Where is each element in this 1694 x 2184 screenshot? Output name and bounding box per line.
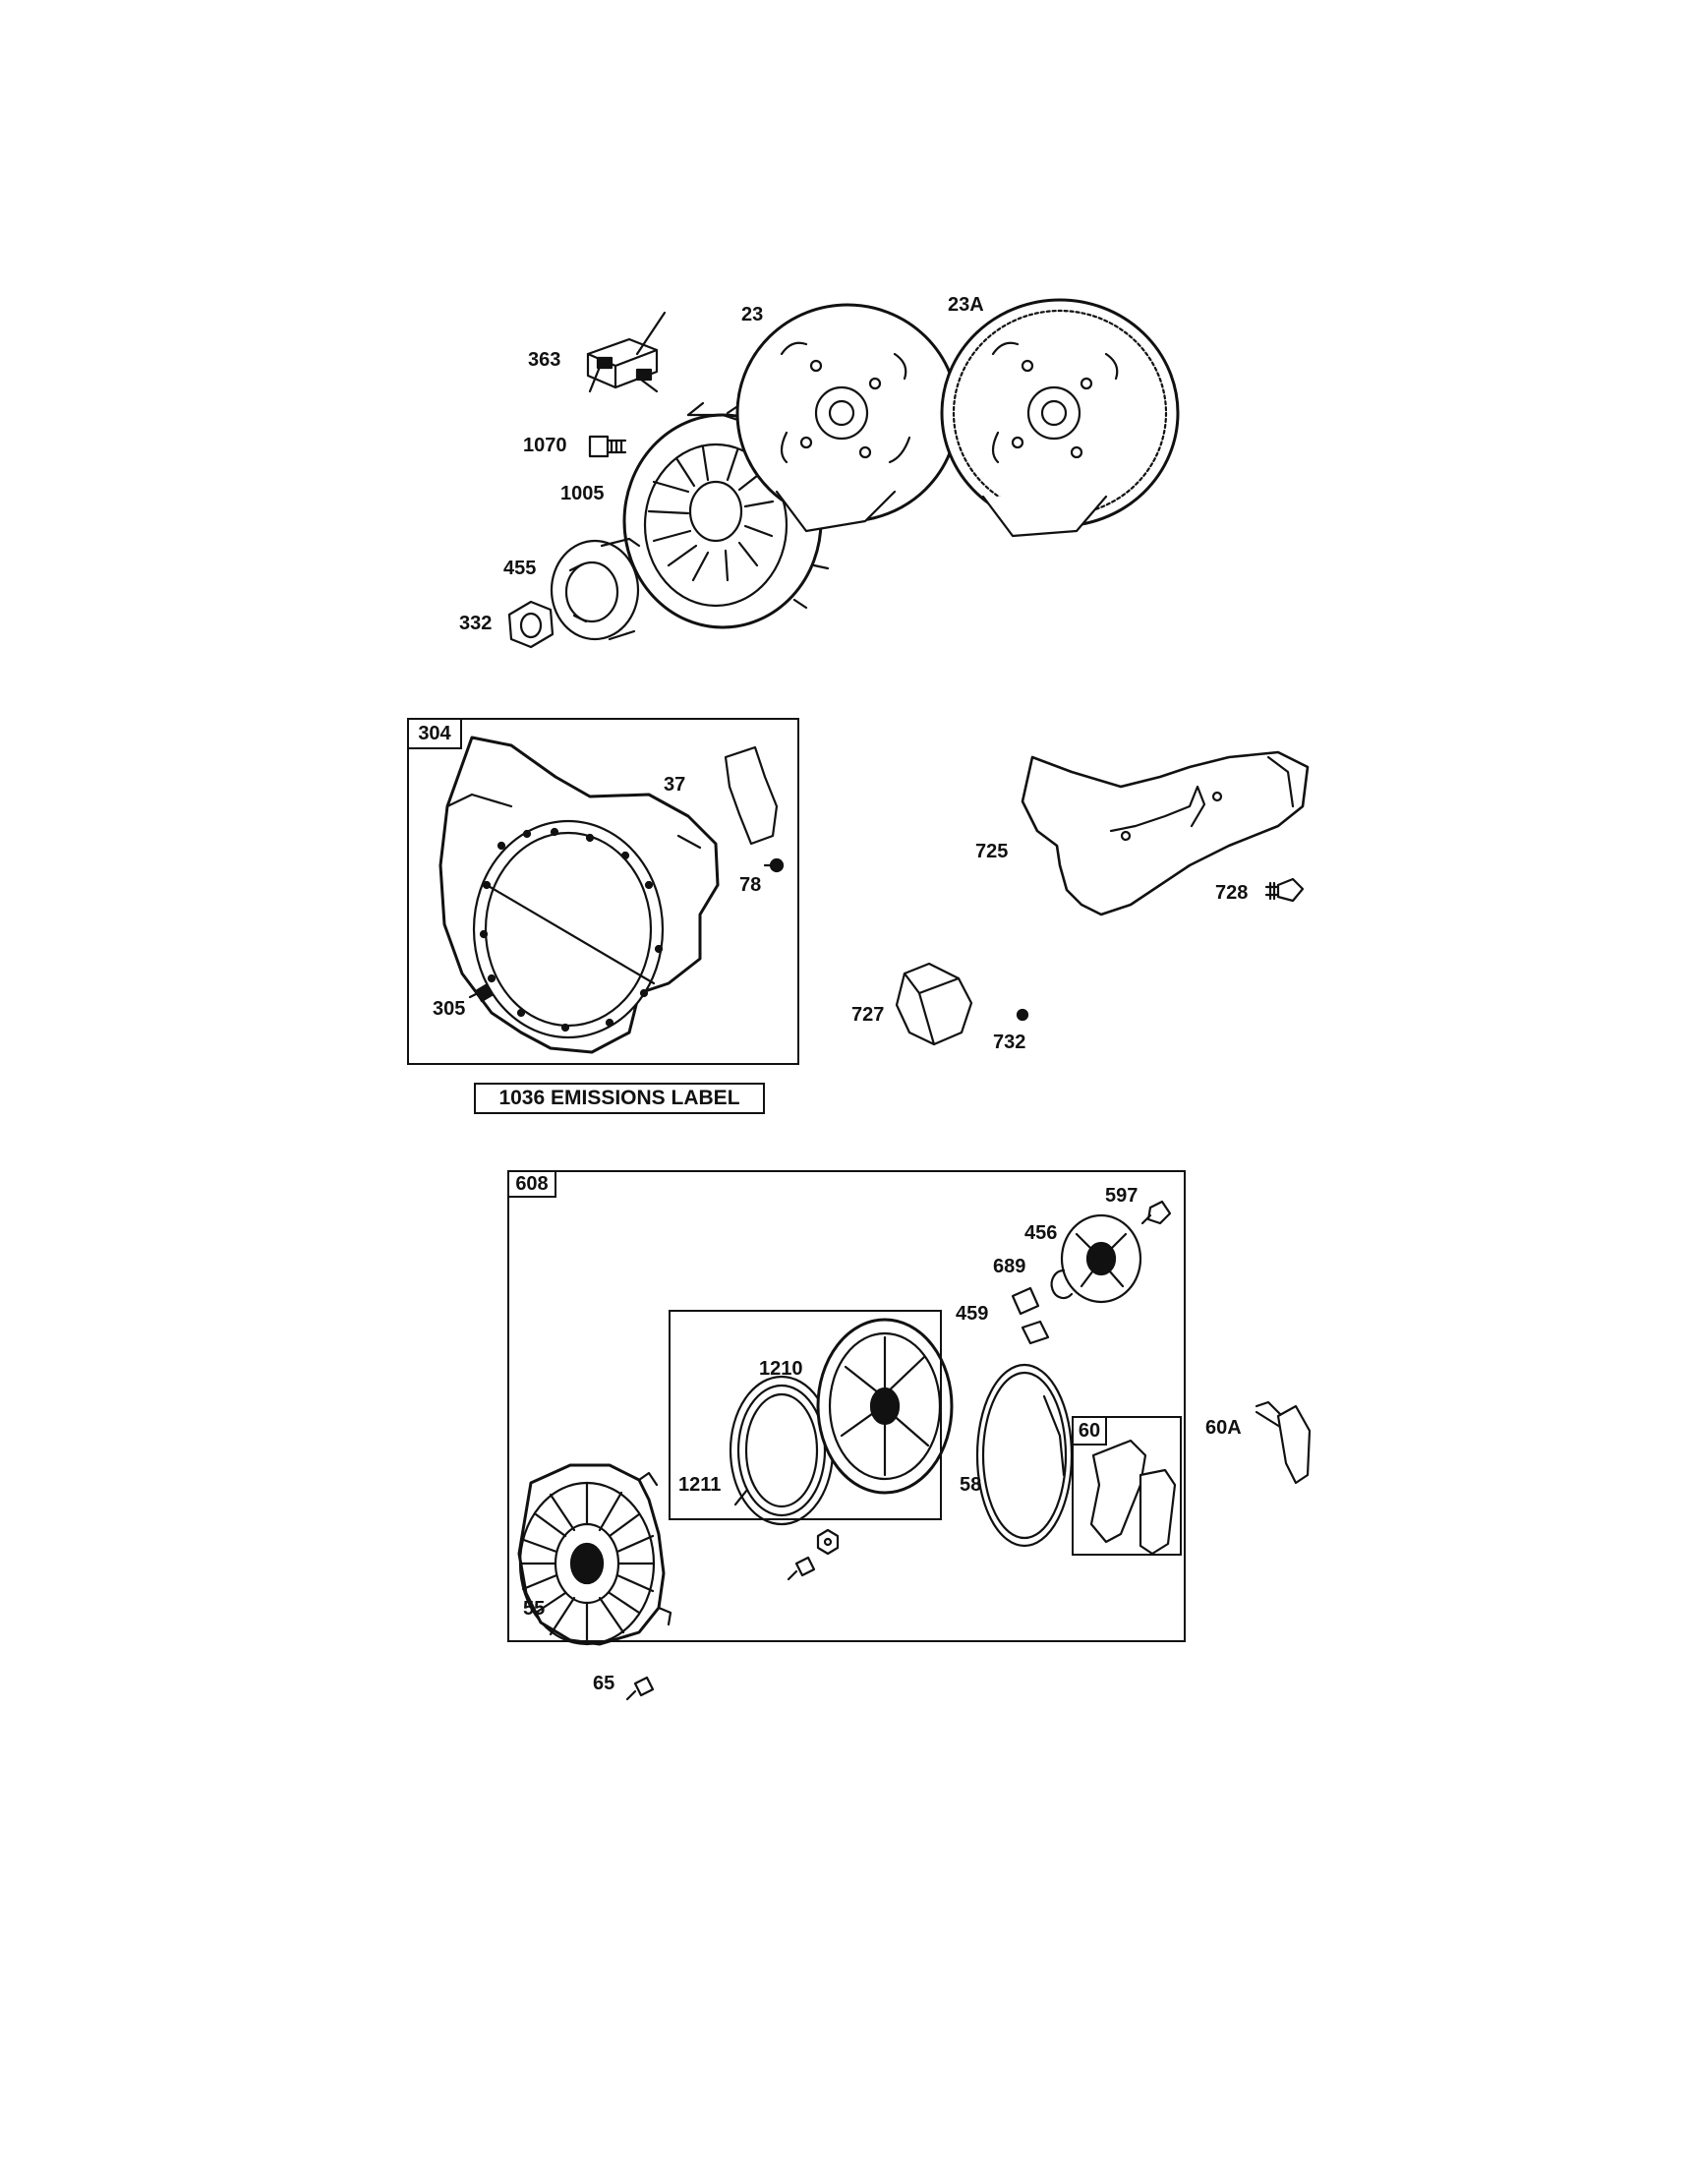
label-727: 727 — [851, 1004, 885, 1026]
frame-spring-pulley — [669, 1310, 942, 1520]
screw-part-305 — [468, 983, 494, 1003]
label-65: 65 — [593, 1673, 615, 1694]
label-732: 732 — [993, 1032, 1026, 1053]
blower-housing-part-304 — [438, 736, 720, 1054]
nut-part-332 — [507, 600, 555, 649]
tag-304: 304 — [407, 718, 462, 749]
label-23: 23 — [741, 304, 764, 325]
bolt-part-1070 — [588, 435, 627, 458]
label-456: 456 — [1024, 1222, 1058, 1244]
label-60a: 60A — [1205, 1417, 1242, 1439]
bracket-part-363 — [586, 311, 667, 393]
label-305: 305 — [433, 998, 466, 1020]
screw-part-65 — [625, 1676, 655, 1701]
label-23a: 23A — [948, 294, 984, 316]
flywheel-part-23a — [940, 298, 1180, 538]
label-58: 58 — [960, 1474, 982, 1496]
frame-608 — [507, 1170, 1186, 1642]
label-55: 55 — [523, 1598, 546, 1620]
screw-part-loose — [787, 1556, 816, 1581]
label-1005: 1005 — [560, 483, 605, 504]
starter-housing-part-55 — [517, 1463, 672, 1646]
screw-part-732 — [1016, 1008, 1029, 1022]
label-1070: 1070 — [523, 435, 567, 456]
screw-part-597 — [1140, 1200, 1172, 1225]
tag-608: 608 — [507, 1170, 556, 1198]
label-78: 78 — [739, 874, 762, 896]
cup-part-455 — [550, 537, 641, 641]
label-597: 597 — [1105, 1185, 1139, 1207]
label-728: 728 — [1215, 882, 1249, 904]
handle-part-60 — [1089, 1439, 1177, 1556]
frame-60 — [1072, 1416, 1182, 1556]
cover-part-727 — [895, 962, 973, 1046]
label-689: 689 — [993, 1256, 1026, 1277]
screw-part-78 — [763, 857, 785, 873]
label-1210: 1210 — [759, 1358, 803, 1380]
dog-part-459 — [1011, 1286, 1050, 1345]
retainer-part-456 — [1060, 1213, 1142, 1304]
label-332: 332 — [459, 613, 493, 634]
label-37: 37 — [664, 774, 686, 796]
label-459: 459 — [956, 1303, 989, 1325]
flywheel-part-23 — [735, 303, 960, 533]
pulley-part-1210 — [816, 1318, 954, 1495]
screw-part-728 — [1264, 877, 1305, 903]
tag-60: 60 — [1072, 1416, 1107, 1446]
label-1211: 1211 — [678, 1474, 722, 1496]
shroud-part-725 — [1021, 750, 1310, 916]
plate-part-37 — [724, 745, 779, 846]
label-363: 363 — [528, 349, 561, 371]
clip-part-689 — [1050, 1269, 1074, 1300]
emissions-label-1036: 1036 EMISSIONS LABEL — [474, 1083, 765, 1114]
frame-304 — [407, 718, 799, 1065]
handle-part-60a — [1255, 1400, 1312, 1485]
nut-part-loose — [816, 1528, 840, 1556]
label-455: 455 — [503, 558, 537, 579]
label-725: 725 — [975, 841, 1009, 862]
